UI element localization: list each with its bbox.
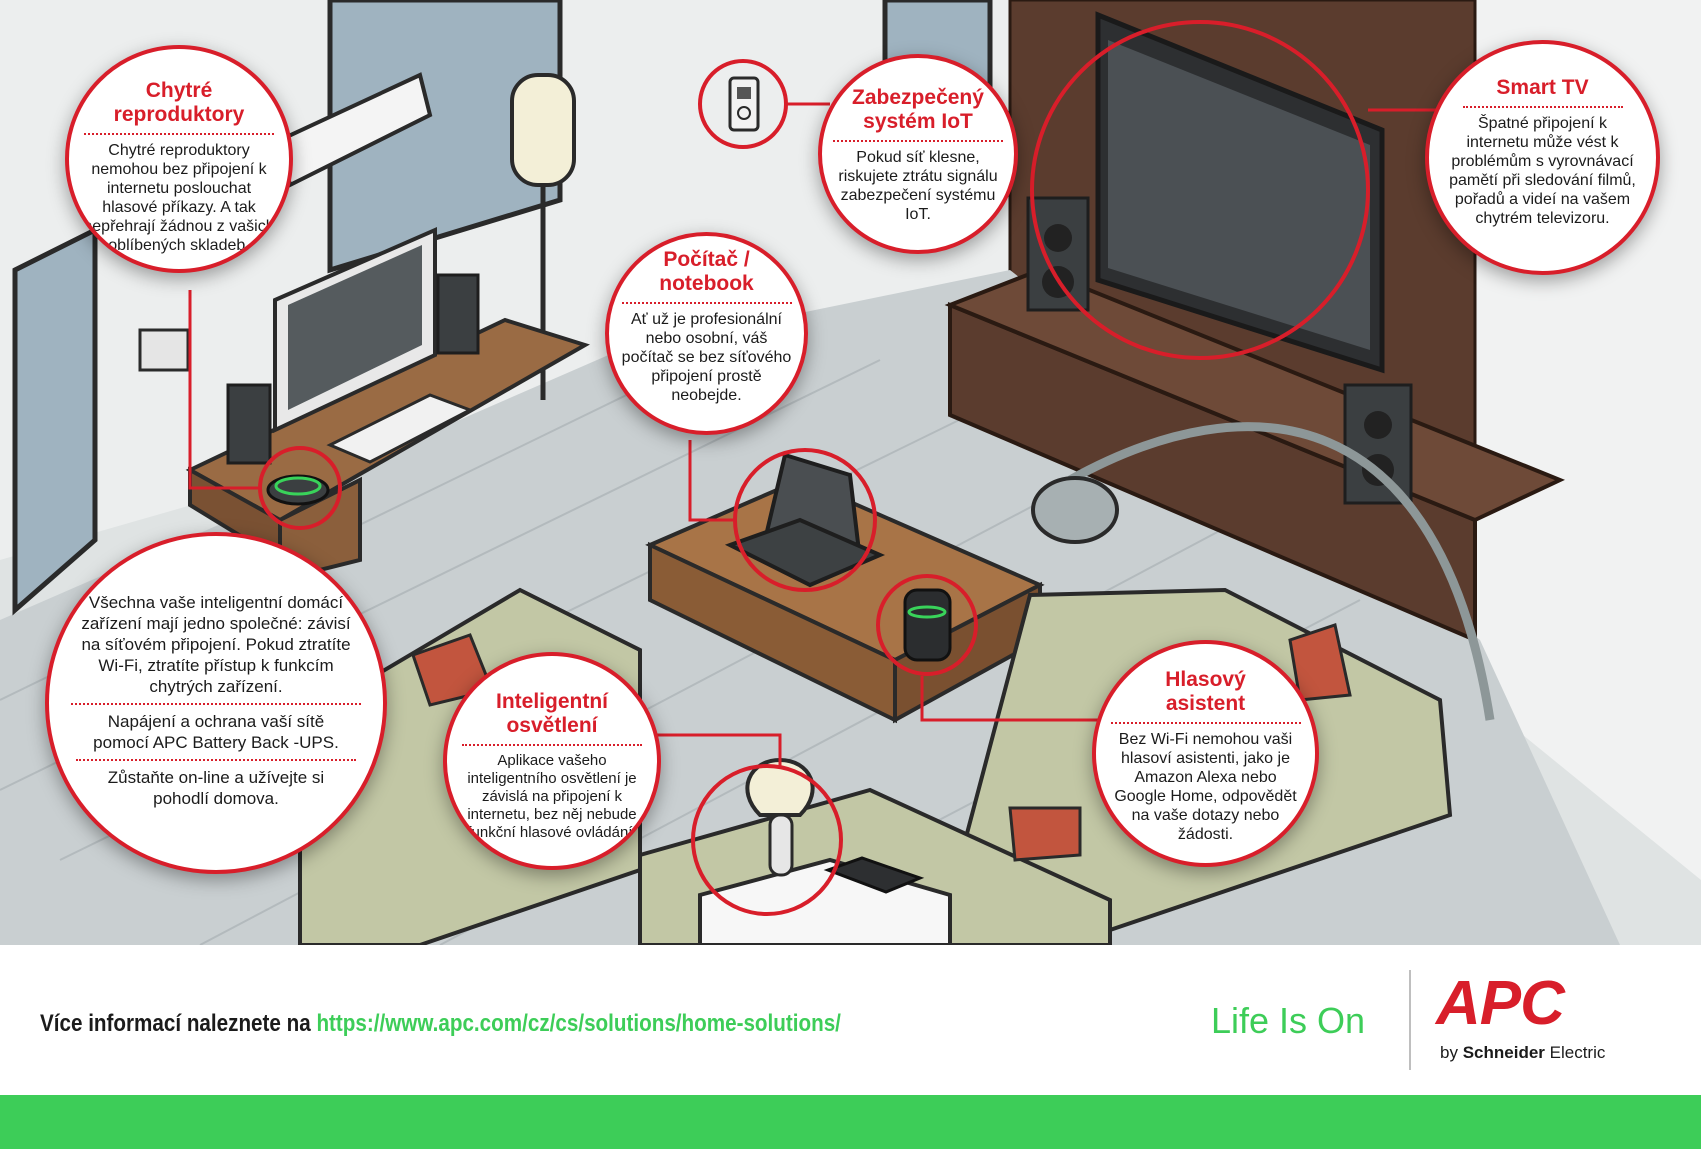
- window-left: [12, 225, 98, 616]
- desk-smart-speaker: [266, 474, 330, 506]
- schneider-electric-byline: by Schneider Electric: [1440, 1043, 1605, 1063]
- logo-divider: [1409, 970, 1411, 1070]
- more-info-label: Více informací naleznete na: [40, 1010, 317, 1037]
- callout-body: Ať už je profesionální nebo osobní, váš …: [621, 311, 792, 404]
- callout-body: Chytré reproduktory nemohou bez připojen…: [83, 142, 275, 254]
- highlight-security-device: [698, 59, 788, 149]
- callout-iot-security: Zabezpečený systém IoT Pokud síť klesne,…: [818, 54, 1018, 254]
- callout-body: Aplikace vašeho inteligentního osvětlení…: [467, 752, 637, 841]
- summary-paragraph-2: Napájení a ochrana vaší sítě pomocí APC …: [93, 712, 339, 752]
- connector-computer: [688, 440, 736, 522]
- callout-smart-lighting: Inteligentní osvětlení Aplikace vašeho i…: [443, 652, 661, 870]
- keyboard: [326, 393, 474, 464]
- callout-body: Špatné připojení k internetu může vést k…: [1449, 115, 1636, 227]
- connector-speakers: [188, 290, 258, 490]
- callout-smart-speakers: Chytré reproduktory Chytré reproduktory …: [65, 45, 293, 273]
- summary-paragraph-3: Zůstaňte on-line a užívejte si pohodlí d…: [107, 768, 325, 808]
- callout-title: Hlasový asistent: [1165, 668, 1246, 715]
- highlight-table-lamp: [691, 764, 843, 916]
- connector-lighting: [655, 733, 782, 766]
- window-top: [327, 0, 563, 274]
- highlight-tv: [1030, 20, 1370, 360]
- tablet: [823, 856, 925, 894]
- floor-lamp-shade: [510, 73, 576, 187]
- callout-title: Smart TV: [1496, 76, 1589, 99]
- thermostat: [138, 328, 190, 372]
- more-info-link[interactable]: https://www.apc.com/cz/cs/solutions/home…: [316, 1010, 841, 1037]
- byline-electric: Electric: [1549, 1043, 1606, 1062]
- callout-title: Zabezpečený systém IoT: [852, 86, 984, 133]
- highlight-voice-assistant: [876, 574, 978, 676]
- callout-title: Inteligentní osvětlení: [496, 690, 608, 737]
- arc-floor-lamp: [1067, 422, 1495, 721]
- desk-speaker-left: [226, 383, 272, 465]
- byline-by: by: [1440, 1043, 1458, 1062]
- callout-title: Počítač / notebook: [659, 248, 754, 295]
- voice-assistant-device: [903, 588, 952, 662]
- apc-logo: APC: [1436, 969, 1565, 1038]
- callout-title: Chytré reproduktory: [113, 79, 245, 126]
- footer-green-bar: [0, 1095, 1701, 1149]
- callout-summary: Všechna vaše inteligentní domácí zařízen…: [45, 532, 387, 874]
- life-is-on-tagline: Life Is On: [1211, 1000, 1366, 1041]
- summary-paragraph-1: Všechna vaše inteligentní domácí zařízen…: [81, 593, 351, 696]
- more-info-text: Více informací naleznete na https://www.…: [40, 1010, 841, 1038]
- connector-voice: [920, 676, 1110, 722]
- callout-body: Bez Wi-Fi nemohou vaši hlasoví asistenti…: [1114, 731, 1297, 843]
- highlight-desk-speaker: [258, 446, 342, 530]
- callout-computer: Počítač / notebook Ať už je profesionáln…: [605, 232, 808, 435]
- footer: [0, 945, 1701, 1095]
- callout-smart-tv: Smart TV Špatné připojení k internetu mů…: [1425, 40, 1660, 275]
- callout-voice-assistant: Hlasový asistent Bez Wi-Fi nemohou vaši …: [1092, 640, 1319, 867]
- desk-speaker-right: [436, 273, 480, 355]
- byline-schneider: Schneider: [1462, 1043, 1545, 1062]
- security-device-icon: [728, 76, 760, 132]
- callout-body: Pokud síť klesne, riskujete ztrátu signá…: [838, 149, 998, 223]
